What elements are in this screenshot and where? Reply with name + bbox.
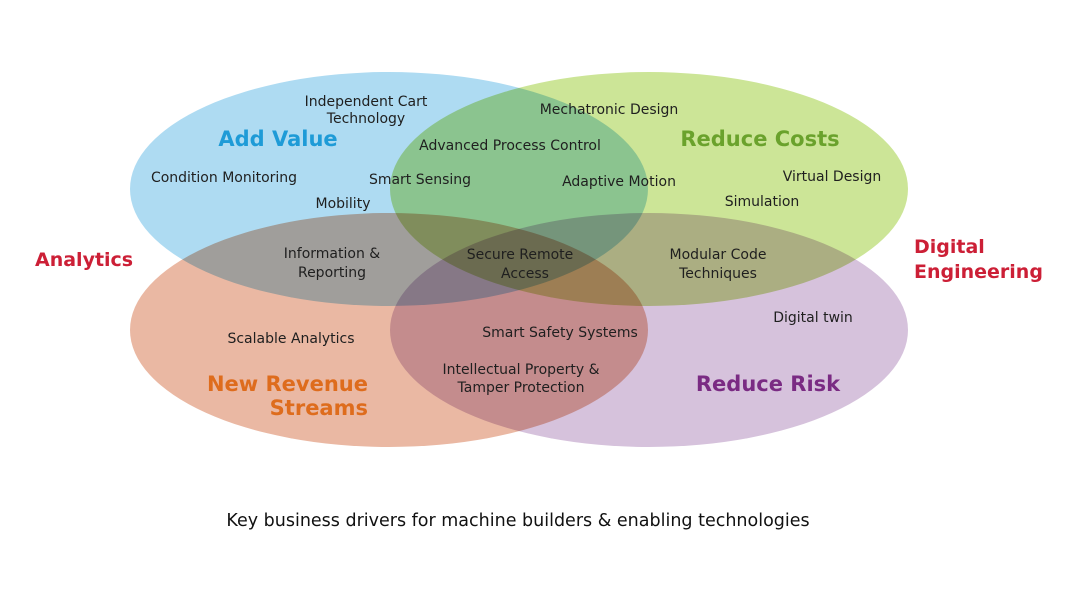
diagram-caption: Key business drivers for machine builder… xyxy=(226,511,809,531)
digital-engineering-label-line2: Engineering xyxy=(914,261,1043,283)
condition-monitoring-label: Condition Monitoring xyxy=(151,170,297,186)
ip-tamper-label-line1: Intellectual Property & xyxy=(442,362,599,378)
independent-cart-label-line1: Independent Cart xyxy=(305,94,428,110)
advanced-process-control-label: Advanced Process Control xyxy=(419,138,601,154)
digital-twin-label: Digital twin xyxy=(773,310,853,326)
reduce-risk-title: Reduce Risk xyxy=(696,372,841,396)
simulation-label: Simulation xyxy=(725,194,800,210)
information-reporting-label-line2: Reporting xyxy=(298,265,366,281)
digital-engineering-label-line1: Digital xyxy=(914,236,985,258)
reduce-costs-title: Reduce Costs xyxy=(680,127,839,151)
modular-code-label-line2: Techniques xyxy=(678,266,757,282)
mobility-label: Mobility xyxy=(316,196,371,212)
scalable-analytics-label: Scalable Analytics xyxy=(227,331,354,347)
modular-code-label-line1: Modular Code xyxy=(670,247,767,263)
mechatronic-design-label: Mechatronic Design xyxy=(540,102,679,118)
new-revenue-streams-title-line1: New Revenue xyxy=(207,372,368,396)
add-value-title: Add Value xyxy=(218,127,337,151)
reduce-risk-circle xyxy=(390,213,908,447)
smart-safety-systems-label: Smart Safety Systems xyxy=(482,325,638,341)
information-reporting-label-line1: Information & xyxy=(284,246,380,262)
venn-circles xyxy=(130,72,908,447)
new-revenue-streams-title-line2: Streams xyxy=(270,396,368,420)
virtual-design-label: Virtual Design xyxy=(783,169,882,185)
analytics-label: Analytics xyxy=(35,249,133,271)
ip-tamper-label-line2: Tamper Protection xyxy=(457,380,585,396)
adaptive-motion-label: Adaptive Motion xyxy=(562,174,676,190)
smart-sensing-label: Smart Sensing xyxy=(369,172,471,188)
secure-remote-access-label-line2: Access xyxy=(501,266,549,282)
independent-cart-label-line2: Technology xyxy=(326,111,405,127)
secure-remote-access-label-line1: Secure Remote xyxy=(467,247,574,263)
